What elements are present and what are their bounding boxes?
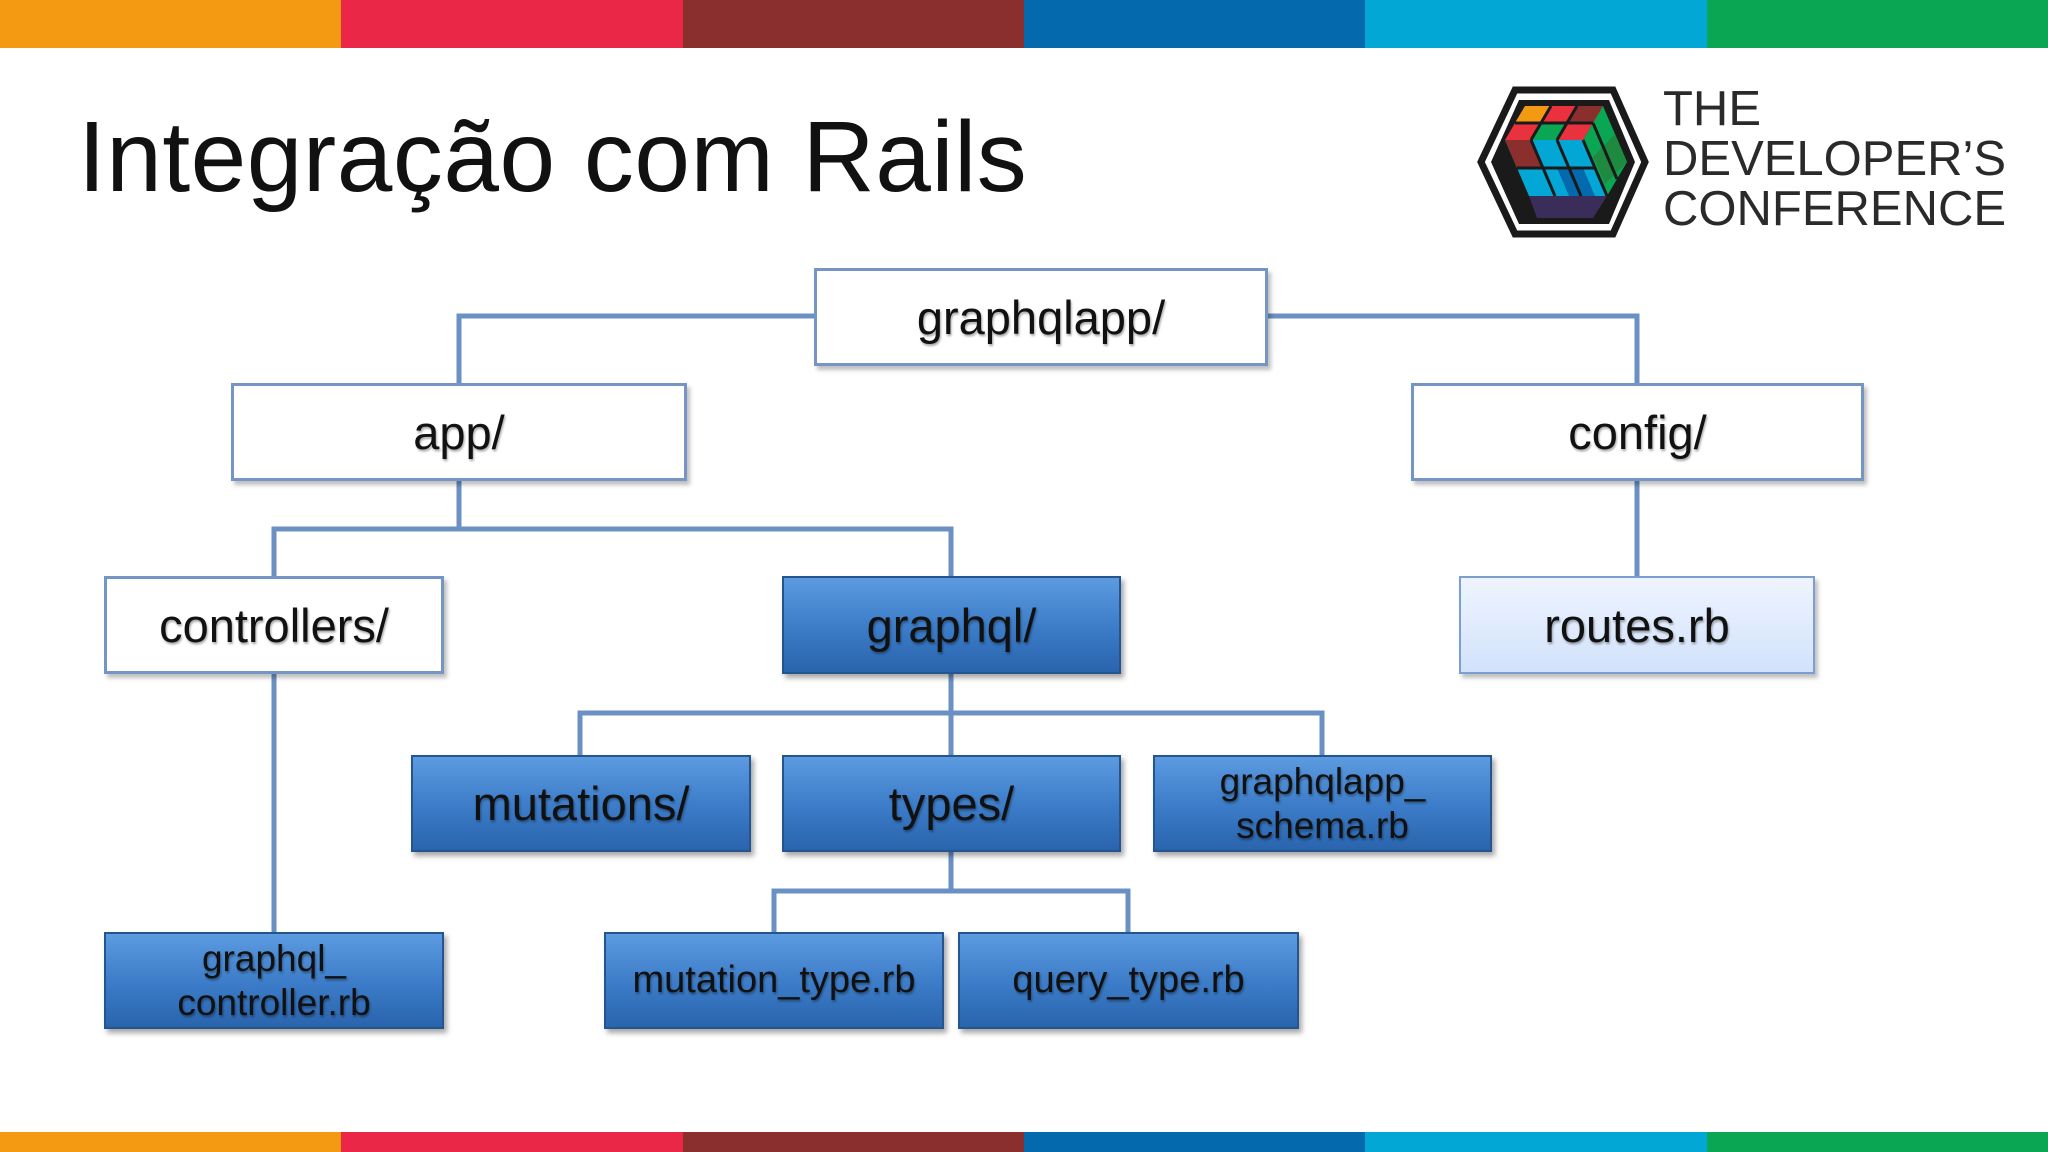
node-controllers-folder: controllers/ bbox=[104, 576, 444, 674]
stripe-green-bottom bbox=[1706, 1132, 2048, 1152]
node-graphqlapp-root: graphqlapp/ bbox=[814, 268, 1268, 366]
schema-label-line1: graphqlapp_ bbox=[1219, 760, 1426, 802]
logo-line-the: THE bbox=[1663, 82, 1761, 136]
connector-types-children bbox=[771, 849, 1131, 935]
node-graphql-controller-file: graphql_ controller.rb bbox=[104, 932, 444, 1029]
node-app-folder: app/ bbox=[231, 383, 687, 481]
stripe-maroon-bottom bbox=[682, 1132, 1024, 1152]
stripe-cyan bbox=[1365, 0, 1707, 48]
node-schema-file: graphqlapp_ schema.rb bbox=[1153, 755, 1492, 852]
node-mutations-folder: mutations/ bbox=[411, 755, 751, 852]
top-color-stripe bbox=[0, 0, 2048, 48]
connector-root-app bbox=[456, 313, 817, 386]
schema-label-line2: schema.rb bbox=[1236, 804, 1409, 846]
conference-logo: THE DEVELOPER’S CONFERENCE bbox=[1475, 84, 2048, 244]
stripe-maroon bbox=[682, 0, 1024, 48]
stripe-blue-bottom bbox=[1023, 1132, 1366, 1152]
connector-app-children bbox=[271, 478, 954, 579]
stripe-red bbox=[341, 0, 683, 48]
controller-label-line2: controller.rb bbox=[177, 981, 371, 1023]
stripe-orange bbox=[0, 0, 342, 48]
stripe-blue bbox=[1023, 0, 1366, 48]
connector-graphql-children bbox=[577, 671, 1325, 758]
stripe-orange-bottom bbox=[0, 1132, 342, 1152]
node-mutation-type-file: mutation_type.rb bbox=[604, 932, 944, 1029]
stripe-cyan-bottom bbox=[1365, 1132, 1707, 1152]
logo-text: THE DEVELOPER’S CONFERENCE bbox=[1663, 84, 2006, 234]
logo-line-developers: DEVELOPER’S bbox=[1663, 132, 2007, 186]
slide-title: Integração com Rails bbox=[78, 101, 1028, 213]
stripe-green bbox=[1706, 0, 2048, 48]
logo-line-conference: CONFERENCE bbox=[1663, 182, 2007, 236]
node-graphql-folder: graphql/ bbox=[782, 576, 1121, 674]
node-query-type-file: query_type.rb bbox=[958, 932, 1299, 1029]
cube-logo-icon bbox=[1477, 86, 1649, 238]
controller-label-line1: graphql_ bbox=[201, 937, 346, 979]
node-routes-file: routes.rb bbox=[1459, 576, 1815, 674]
bottom-color-stripe bbox=[0, 1132, 2048, 1152]
connector-root-config bbox=[1263, 313, 1640, 386]
node-types-folder: types/ bbox=[782, 755, 1121, 852]
node-config-folder: config/ bbox=[1411, 383, 1864, 481]
stripe-red-bottom bbox=[341, 1132, 683, 1152]
